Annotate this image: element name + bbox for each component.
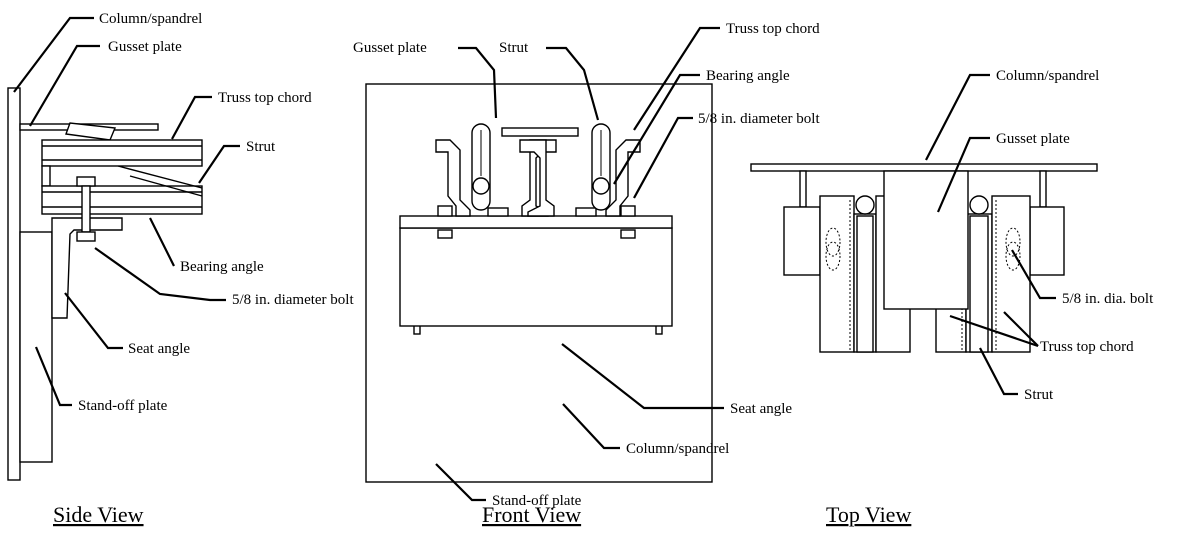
top-label-bolt: 5/8 in. dia. bolt [1062, 291, 1154, 307]
top-seat-angle-right [1029, 206, 1065, 276]
top-standoff-right [1039, 170, 1047, 208]
top-strut-right [969, 215, 989, 353]
side-label-standoff: Stand-off plate [78, 398, 168, 414]
side-seat-angle [51, 217, 123, 319]
front-strut-left-pin [472, 177, 490, 195]
side-strut-top [65, 122, 117, 141]
side-bearing-angle [41, 165, 51, 187]
side-label-bolt: 5/8 in. diameter bolt [232, 292, 354, 308]
front-label-column: Column/spandrel [626, 441, 729, 457]
top-label-truss: Truss top chord [1040, 339, 1134, 355]
top-strut-left-pin [855, 195, 875, 215]
front-label-bolt: 5/8 in. diameter bolt [698, 111, 820, 127]
top-truss-chord-right-outer [991, 195, 1031, 353]
side-label-bearing: Bearing angle [180, 259, 264, 275]
front-bearing-angle-left [487, 207, 509, 217]
side-column-spandrel [7, 87, 21, 481]
front-label-gusset: Gusset plate [353, 40, 427, 56]
front-bolt-left-lower [437, 229, 453, 239]
caption-top-view: Top View [826, 502, 911, 527]
front-truss-chord-right-outer [605, 139, 641, 217]
front-label-seat: Seat angle [730, 401, 792, 417]
top-column-spandrel [750, 163, 1098, 172]
top-truss-chord-left-outer [819, 195, 855, 353]
top-view: Column/spandrel Gusset plate 5/8 in. dia… [750, 68, 1154, 527]
caption-side-view: Side View [53, 502, 144, 527]
side-bolt-nut-bottom [76, 231, 96, 242]
front-label-strut: Strut [499, 40, 529, 56]
side-label-seat: Seat angle [128, 341, 190, 357]
caption-front-view: Front View [482, 502, 581, 527]
side-bolt-nut-top [76, 176, 96, 187]
top-standoff-left [799, 170, 807, 208]
front-seat-angle [399, 227, 673, 327]
top-seat-angle-left [783, 206, 821, 276]
front-strut-right-pin [592, 177, 610, 195]
front-view: Gusset plate Strut Truss top chord Beari… [353, 21, 820, 527]
side-bolt-shank [81, 185, 91, 233]
side-label-column: Column/spandrel [99, 11, 202, 27]
top-label-strut: Strut [1024, 387, 1054, 403]
top-strut-left [856, 215, 874, 353]
front-label-truss: Truss top chord [726, 21, 820, 37]
side-label-strut: Strut [246, 139, 276, 155]
front-truss-chord-right-inner [519, 139, 555, 217]
front-label-bearing: Bearing angle [706, 68, 790, 84]
top-strut-right-pin [969, 195, 989, 215]
front-gusset-plate [501, 127, 579, 137]
front-bolt-right [620, 205, 636, 217]
side-label-truss: Truss top chord [218, 90, 312, 106]
side-truss-top-chord [41, 139, 203, 167]
side-view: Column/spandrel Gusset plate Truss top c… [7, 11, 354, 527]
front-bearing-angle-right [575, 207, 597, 217]
front-bolt-left [437, 205, 453, 217]
front-label-standoff: Stand-off plate [492, 493, 582, 509]
front-truss-chord-left-outer [435, 139, 471, 217]
top-label-gusset: Gusset plate [996, 131, 1070, 147]
front-bolt-right-lower [620, 229, 636, 239]
top-gusset-plate [883, 170, 969, 310]
top-label-column: Column/spandrel [996, 68, 1099, 84]
side-label-gusset: Gusset plate [108, 39, 182, 55]
side-truss-lower [41, 185, 203, 215]
front-seat-angle-flange [399, 215, 673, 229]
